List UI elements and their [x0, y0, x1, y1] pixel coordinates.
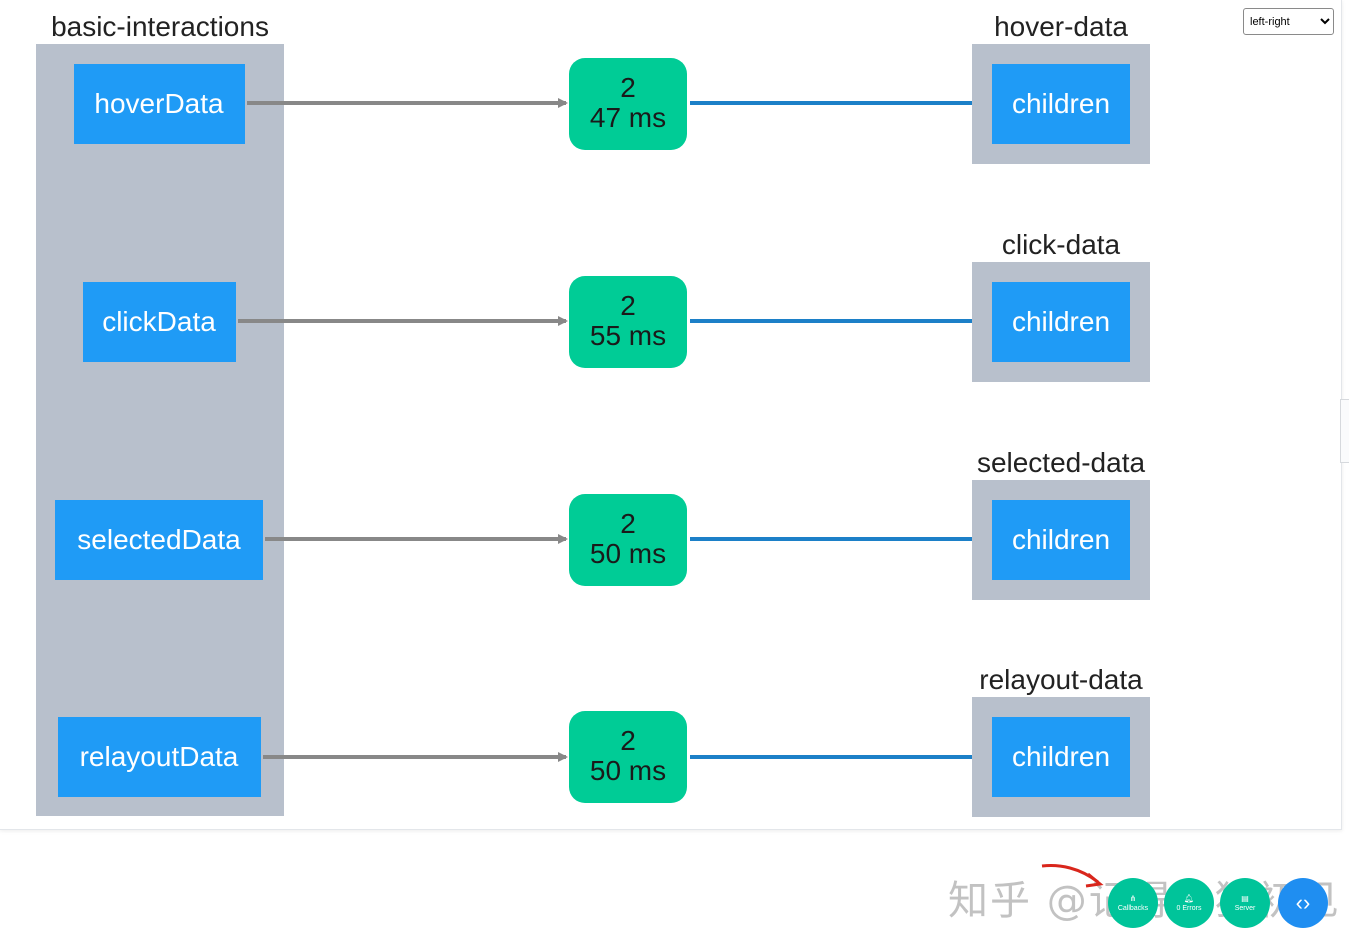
prop-node-clickdata[interactable] — [83, 282, 236, 362]
target-title: selected-data — [977, 447, 1146, 478]
target-node-label: children — [1012, 524, 1110, 555]
callback-graph-panel: basic-interactions hoverData 2 47 ms hov… — [0, 0, 1342, 830]
target-node-children[interactable] — [992, 500, 1130, 580]
callback-node-3[interactable] — [569, 494, 687, 586]
callback-count: 2 — [620, 725, 636, 756]
pen-annotation — [1041, 864, 1104, 888]
callback-graph: basic-interactions hoverData 2 47 ms hov… — [36, 11, 1150, 817]
target-title: click-data — [1002, 229, 1121, 260]
code-icon: ‹› — [1295, 890, 1311, 915]
prop-node-label: hoverData — [94, 88, 224, 119]
target-title: hover-data — [994, 11, 1128, 42]
callback-time: 50 ms — [590, 755, 666, 786]
callback-node-4[interactable] — [569, 711, 687, 803]
server-label: Server — [1234, 905, 1256, 912]
prop-node-relayoutdata[interactable] — [58, 717, 261, 797]
callback-node-2[interactable] — [569, 276, 687, 368]
target-node-children[interactable] — [992, 282, 1130, 362]
prop-node-selecteddata[interactable] — [55, 500, 263, 580]
source-container[interactable] — [36, 44, 284, 816]
graph-icon: ⋔ — [1129, 894, 1137, 903]
server-button[interactable]: ▤ Server — [1220, 878, 1270, 928]
callback-time: 50 ms — [590, 538, 666, 569]
callbacks-label: Callbacks — [1117, 905, 1149, 912]
callbacks-button[interactable]: ⋔ Callbacks — [1108, 878, 1158, 928]
target-node-label: children — [1012, 88, 1110, 119]
prop-node-label: clickData — [102, 306, 216, 337]
prop-node-label: relayoutData — [80, 741, 239, 772]
callback-count: 2 — [620, 72, 636, 103]
source-title: basic-interactions — [51, 11, 269, 42]
errors-label: 0 Errors — [1176, 905, 1202, 912]
callback-time: 55 ms — [590, 320, 666, 351]
prop-node-label: selectedData — [77, 524, 241, 555]
devtools-fab-bar: ⋔ Callbacks 🔔︎ 0 Errors ▤ Server ‹› — [1108, 878, 1333, 930]
target-node-children[interactable] — [992, 64, 1130, 144]
callback-count: 2 — [620, 290, 636, 321]
callback-time: 47 ms — [590, 102, 666, 133]
errors-button[interactable]: 🔔︎ 0 Errors — [1164, 878, 1214, 928]
scrollbar-handle[interactable] — [1340, 399, 1349, 463]
bell-icon: 🔔︎ — [1183, 894, 1195, 903]
target-title: relayout-data — [979, 664, 1143, 695]
target-node-children[interactable] — [992, 717, 1130, 797]
server-icon: ▤ — [1241, 894, 1249, 903]
prop-node-hoverdata[interactable] — [74, 64, 245, 144]
devtools-toggle-button[interactable]: ‹› — [1278, 878, 1328, 928]
target-node-label: children — [1012, 306, 1110, 337]
target-node-label: children — [1012, 741, 1110, 772]
callback-count: 2 — [620, 508, 636, 539]
callback-node-1[interactable] — [569, 58, 687, 150]
layout-select[interactable]: left-right — [1243, 8, 1334, 35]
